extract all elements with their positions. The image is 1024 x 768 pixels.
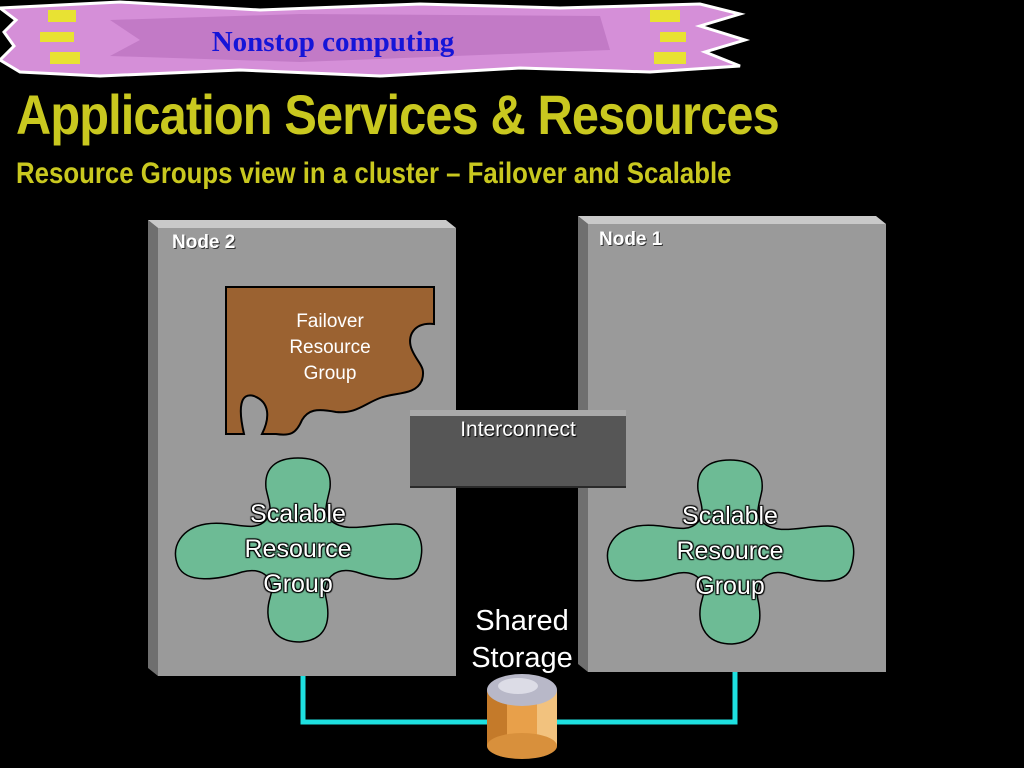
shared-storage-line-2: Storage: [471, 642, 573, 674]
cable-node-1: [556, 672, 738, 725]
node-1-panel: [578, 216, 886, 672]
banner-ribbon: [0, 0, 751, 78]
banner-decor-left: [40, 10, 80, 64]
scalable-right-line-3: Group: [695, 572, 765, 600]
node-2-label: Node 2: [172, 232, 236, 253]
banner-inner: [110, 14, 610, 62]
cable-node-2: [300, 676, 490, 725]
banner-text: Nonstop computing: [211, 26, 455, 58]
interconnect-label: Interconnect: [460, 418, 576, 441]
scalable-right-line-1: Scalable: [682, 502, 778, 530]
failover-line-3: Group: [303, 363, 357, 384]
banner-decor-right: [650, 10, 686, 64]
scalable-left-line-1: Scalable: [250, 500, 346, 528]
scalable-resource-group-right-shape: [606, 459, 855, 645]
scalable-resource-group-left-label: Scalable Resource Group: [208, 497, 388, 602]
scalable-resource-group-right-label: Scalable Resource Group: [640, 499, 820, 604]
failover-line-2: Resource: [289, 337, 371, 358]
failover-line-1: Failover: [296, 311, 364, 332]
scalable-resource-group-left-shape: [174, 457, 423, 643]
page-title: Application Services & Resources: [16, 83, 780, 146]
failover-resource-group-shape: [225, 286, 435, 436]
scalable-left-line-3: Group: [263, 570, 333, 598]
shared-storage-disk-icon: [487, 674, 557, 759]
shared-storage-label: Shared Storage: [447, 603, 597, 677]
interconnect-bar: [410, 410, 626, 488]
page-subtitle: Resource Groups view in a cluster – Fail…: [16, 157, 732, 190]
node-1-label: Node 1: [599, 229, 663, 250]
shared-storage-line-1: Shared: [475, 605, 569, 637]
scalable-left-line-2: Resource: [244, 535, 352, 563]
failover-resource-group-label: Failover Resource Group: [260, 309, 400, 387]
storage-cables: [300, 672, 738, 725]
scalable-right-line-2: Resource: [676, 537, 784, 565]
